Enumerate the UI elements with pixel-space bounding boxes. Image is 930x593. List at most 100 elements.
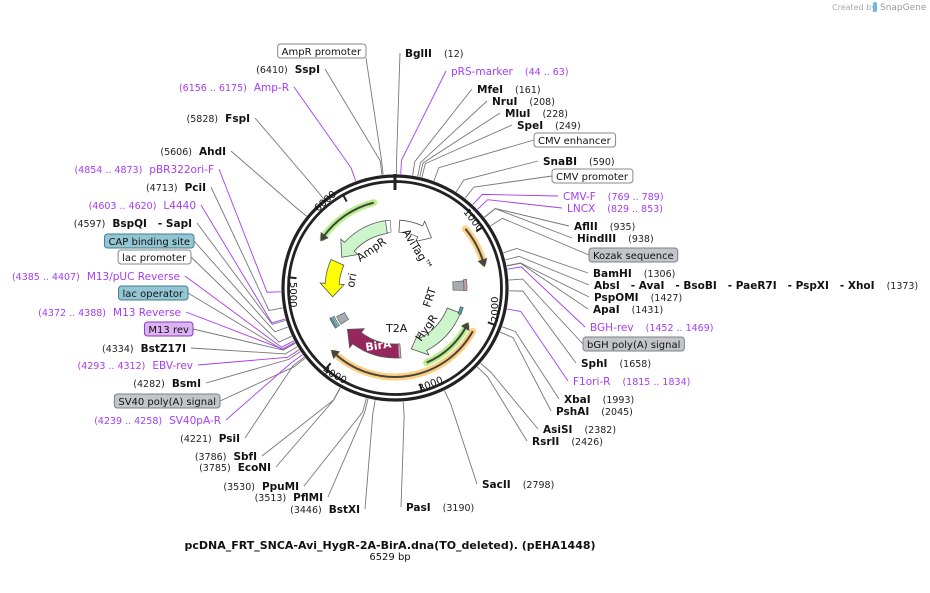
feature-box-bgh[interactable]: bGH poly(A) signal xyxy=(582,336,685,352)
feature-box-m13[interactable]: M13 rev xyxy=(143,321,194,337)
enzyme-site-xbai[interactable]: XbaI(1993) xyxy=(564,394,634,406)
enzyme-site-bstz17i[interactable]: (4334)BstZ17I xyxy=(102,343,186,355)
enzyme-site-pspomi[interactable]: PspOMI(1427) xyxy=(594,292,682,304)
enzyme-site-aflii[interactable]: AflII(935) xyxy=(574,221,635,233)
enzyme-site-pasi[interactable]: PasI(3190) xyxy=(406,502,474,514)
site-label: MfeI(161) xyxy=(477,84,541,96)
cap-site-strip[interactable] xyxy=(329,317,338,329)
leader-line xyxy=(490,217,590,256)
site-position: (4282) xyxy=(133,379,165,390)
primer-m13-puc[interactable]: (4385 .. 4407)M13/pUC Reverse xyxy=(12,271,180,283)
enzyme-site-hindiii[interactable]: HindIII(938) xyxy=(577,233,654,245)
feature-box-sv40[interactable]: SV40 poly(A) signal xyxy=(113,393,221,409)
kozak-strip[interactable] xyxy=(463,278,468,291)
primer-amp-r[interactable]: (6156 .. 6175)Amp-R xyxy=(179,82,289,94)
enzyme-site-spei[interactable]: SpeI(249) xyxy=(517,120,581,132)
enzyme-site-ppumi[interactable]: (3530)PpuMI xyxy=(223,481,299,493)
t2a-strip[interactable] xyxy=(397,343,402,359)
site-position: (938) xyxy=(628,234,654,245)
enzyme-site-sacii[interactable]: SacII(2798) xyxy=(482,479,554,491)
enzyme-site-psii[interactable]: (4221)PsiI xyxy=(180,433,240,445)
orf-arc-1[interactable] xyxy=(461,225,488,268)
feature-box-frame xyxy=(277,43,367,59)
feature-label-frt[interactable]: FRT xyxy=(420,286,439,309)
ampr-promoter-box[interactable] xyxy=(385,219,392,233)
feature-box-cmv[interactable]: CMV enhancer xyxy=(533,132,617,148)
enzyme-site-pflmi[interactable]: (3513)PflMI xyxy=(255,492,323,504)
primer-ebv-rev[interactable]: (4293 .. 4312)EBV-rev xyxy=(78,360,194,372)
site-position: (4239 .. 4258) xyxy=(94,416,162,427)
site-position: (161) xyxy=(515,85,541,96)
enzyme-site-ahdi[interactable]: (5606)AhdI xyxy=(160,146,226,158)
enzyme-site-nrui[interactable]: NruI(208) xyxy=(492,96,555,108)
leader-line xyxy=(419,112,501,177)
site-label: ApaI(1431) xyxy=(593,304,663,316)
feature-label-ori[interactable]: ori xyxy=(344,272,359,288)
primer-sv40pa-r[interactable]: (4239 .. 4258)SV40pA-R xyxy=(94,415,221,427)
feature-box-cmv[interactable]: CMV promoter xyxy=(551,168,634,184)
enzyme-site-absi[interactable]: AbsI - AvaI - BsoBI - PaeR7I - PspXI - X… xyxy=(594,280,918,292)
avitag-arrow[interactable] xyxy=(398,219,432,242)
lac-operator-strip[interactable] xyxy=(332,315,340,328)
primer-bgh-rev[interactable]: BGH-rev(1452 .. 1469) xyxy=(590,322,713,334)
enzyme-site-asisi[interactable]: AsiSI(2382) xyxy=(543,424,616,436)
site-name: BsmI xyxy=(172,378,201,390)
enzyme-site-snabi[interactable]: SnaBI(590) xyxy=(543,156,615,168)
primer-f1ori-r[interactable]: F1ori-R(1815 .. 1834) xyxy=(573,376,690,388)
site-position: (44 .. 63) xyxy=(525,67,569,78)
feature-box-kozak[interactable]: Kozak sequence xyxy=(588,247,679,263)
enzyme-site-pshai[interactable]: PshAI(2045) xyxy=(556,406,633,418)
leader-line xyxy=(508,278,584,345)
feature-box-ampr[interactable]: AmpR promoter xyxy=(277,43,367,59)
orf-arc-2[interactable] xyxy=(330,327,477,381)
bgh-polya-box[interactable] xyxy=(452,280,465,291)
enzyme-site-rsrii[interactable]: RsrII(2426) xyxy=(532,436,603,448)
site-label: (6410)SspI xyxy=(256,64,320,76)
ampr-arrow[interactable] xyxy=(340,220,388,258)
enzyme-site-sspi[interactable]: (6410)SspI xyxy=(256,64,320,76)
hygr-arrow[interactable] xyxy=(410,307,461,356)
feature-box-lac[interactable]: lac promoter xyxy=(117,249,192,265)
watermark-brand: SnapGene xyxy=(880,3,927,13)
site-name: XbaI xyxy=(564,394,591,406)
site-label: CMV-F(769 .. 789) xyxy=(563,191,664,203)
enzyme-site-bspqi[interactable]: (4597)BspQI - SapI xyxy=(74,218,192,230)
frt-strip[interactable] xyxy=(457,306,464,315)
enzyme-site-apai[interactable]: ApaI(1431) xyxy=(593,304,663,316)
feature-box-cap[interactable]: CAP binding site xyxy=(103,233,195,249)
enzyme-site-sphi[interactable]: SphI(1658) xyxy=(581,358,651,370)
enzyme-site-mfei[interactable]: MfeI(161) xyxy=(477,84,541,96)
feature-box-lac[interactable]: lac operator xyxy=(118,285,189,301)
enzyme-site-fspi[interactable]: (5828)FspI xyxy=(187,113,250,125)
primer-l4440[interactable]: (4603 .. 4620)L4440 xyxy=(89,200,196,212)
bira-arrow[interactable] xyxy=(347,328,401,359)
site-name: AflII xyxy=(574,221,598,233)
leader-line xyxy=(200,204,286,324)
hygr-direction-arc[interactable] xyxy=(423,322,471,367)
enzyme-site-bamhi[interactable]: BamHI(1306) xyxy=(593,268,675,280)
ori-arrow[interactable] xyxy=(319,258,345,298)
primer-cmv-f[interactable]: CMV-F(769 .. 789) xyxy=(563,191,664,203)
enzyme-site-bstxi[interactable]: (3446)BstXI xyxy=(290,504,360,516)
site-name: SpeI xyxy=(517,120,543,132)
feature-label-bira[interactable]: BirA xyxy=(365,337,393,354)
primer-prs-marker[interactable]: pRS-marker(44 .. 63) xyxy=(451,66,569,78)
site-position: (1815 .. 1834) xyxy=(622,377,690,388)
sv40-polya-box[interactable] xyxy=(336,312,349,325)
enzyme-site-bglii[interactable]: BglII(12) xyxy=(405,48,463,60)
feature-label-t2a[interactable]: T2A xyxy=(385,322,408,335)
enzyme-site-bsmi[interactable]: (4282) BsmI xyxy=(133,378,201,390)
ampr-direction-arc[interactable] xyxy=(319,199,378,242)
enzyme-site-mlui[interactable]: MluI(228) xyxy=(505,108,568,120)
feature-box-label: lac operator xyxy=(123,289,184,300)
site-label: (3785)EcoNI xyxy=(199,462,271,474)
primer-pbr322ori-f[interactable]: (4854 .. 4873)pBR322ori-F xyxy=(74,164,214,176)
enzyme-site-sbfi[interactable]: (3786)SbfI xyxy=(195,451,257,463)
primer-lncx[interactable]: LNCX(829 .. 853) xyxy=(567,203,663,215)
enzyme-site-pcii[interactable]: (4713)PciI xyxy=(146,182,206,194)
site-label: (4372 .. 4388)M13 Reverse xyxy=(38,307,181,319)
leader-line xyxy=(185,311,296,350)
enzyme-site-econi[interactable]: (3785)EcoNI xyxy=(199,462,271,474)
site-position: (6156 .. 6175) xyxy=(179,83,247,94)
primer-m13[interactable]: (4372 .. 4388)M13 Reverse xyxy=(38,307,181,319)
